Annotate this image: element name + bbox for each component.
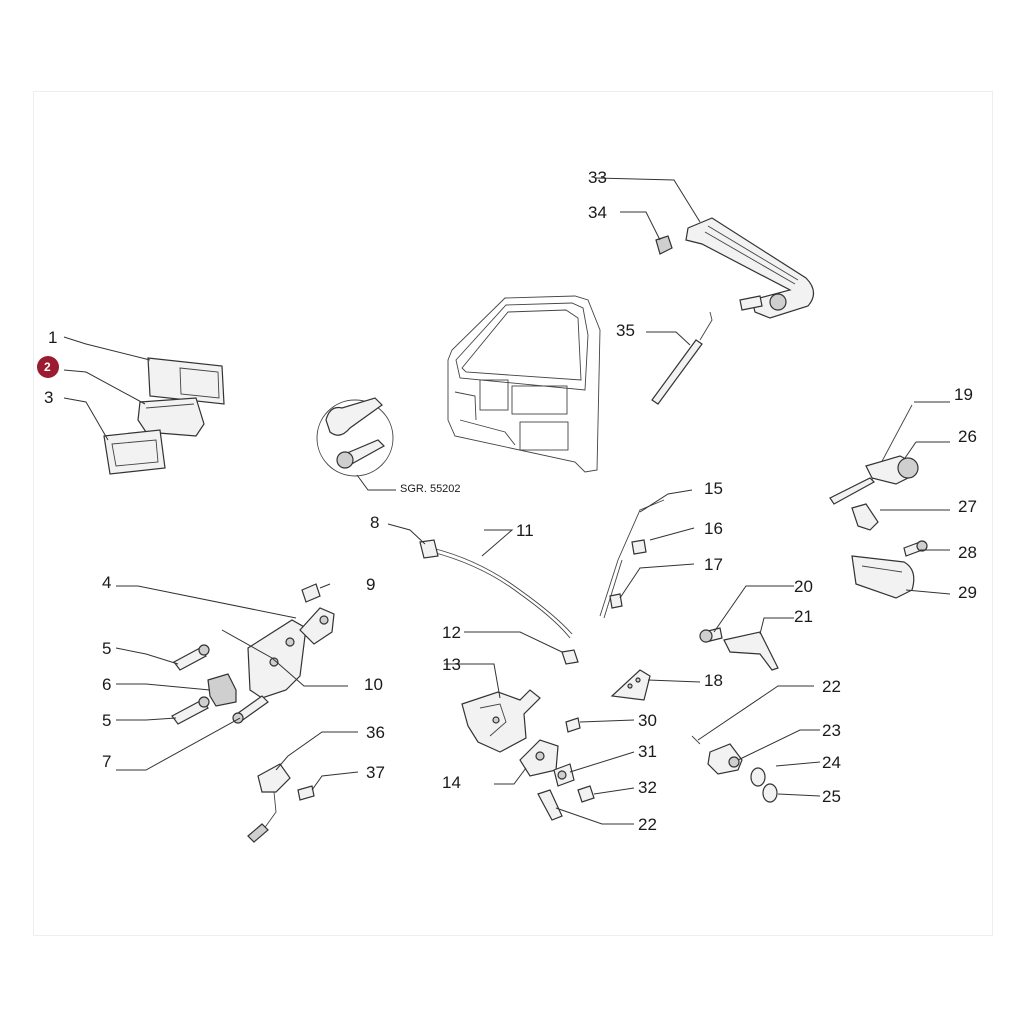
callout-27[interactable]: 27	[958, 497, 977, 516]
part-35-rod	[651, 311, 713, 405]
part-3-lens-cover	[103, 429, 166, 475]
callout-2[interactable]: 2	[44, 360, 51, 374]
part-13-lock-body	[461, 689, 541, 753]
part-30-screw	[565, 717, 581, 733]
callout-21[interactable]: 21	[794, 607, 813, 626]
callout-31[interactable]: 31	[638, 742, 657, 761]
part-15-cable	[599, 499, 665, 619]
part-19-rod	[829, 404, 913, 505]
part-28-screw	[903, 540, 928, 557]
callout-36[interactable]: 36	[366, 723, 385, 742]
part-21-lever	[723, 631, 779, 671]
callout-5-lower[interactable]: 5	[102, 711, 111, 730]
part-23-striker	[707, 743, 743, 775]
part-22-bolt-upper	[691, 735, 701, 745]
leader-lines	[63, 177, 951, 825]
callout-32[interactable]: 32	[638, 778, 657, 797]
part-36-switch	[247, 763, 291, 843]
callout-17[interactable]: 17	[704, 555, 723, 574]
part-10-spring-assembly	[299, 607, 335, 645]
callout-35[interactable]: 35	[616, 321, 635, 340]
door-frame-drawing	[447, 295, 601, 473]
callout-10[interactable]: 10	[364, 675, 383, 694]
callout-28[interactable]: 28	[958, 543, 977, 562]
part-31-pawl	[553, 763, 575, 787]
callout-20[interactable]: 20	[794, 577, 813, 596]
callout-22-lower[interactable]: 22	[638, 815, 657, 834]
part-16-clip	[631, 539, 647, 555]
callout-37[interactable]: 37	[366, 763, 385, 782]
callout-33[interactable]: 33	[588, 168, 607, 187]
part-24-washer	[750, 767, 766, 787]
part-33-outer-handle	[685, 217, 815, 319]
part-5-bolt-upper	[173, 644, 210, 671]
callout-16[interactable]: 16	[704, 519, 723, 538]
part-1-gasket	[147, 357, 225, 405]
callout-34[interactable]: 34	[588, 203, 607, 222]
part-14-latch	[519, 739, 559, 777]
callout-6[interactable]: 6	[102, 675, 111, 694]
callout-23[interactable]: 23	[822, 721, 841, 740]
part-37-screw	[297, 785, 315, 801]
part-26-cylinder	[865, 455, 919, 485]
callout-24[interactable]: 24	[822, 753, 841, 772]
part-17-clip	[609, 593, 623, 609]
callout-numbers: 1 2 3 33 34 35 19 26 27 28 29 8 11 15 16…	[37, 168, 977, 834]
callout-8[interactable]: 8	[370, 513, 379, 532]
callout-7[interactable]: 7	[102, 752, 111, 771]
part-32-spring	[577, 785, 595, 803]
callout-22-upper[interactable]: 22	[822, 677, 841, 696]
callout-3[interactable]: 3	[44, 388, 53, 407]
callout-18[interactable]: 18	[704, 671, 723, 690]
part-11-cable	[431, 547, 573, 639]
callout-14[interactable]: 14	[442, 773, 461, 792]
part-12-clip	[561, 649, 579, 665]
part-9-clip	[301, 583, 321, 603]
callout-25[interactable]: 25	[822, 787, 841, 806]
callout-15[interactable]: 15	[704, 479, 723, 498]
lock-cylinder-detail	[316, 397, 394, 477]
callout-1[interactable]: 1	[48, 328, 57, 347]
callout-29[interactable]: 29	[958, 583, 977, 602]
callout-4[interactable]: 4	[102, 573, 111, 592]
part-6-block	[207, 673, 237, 707]
part-8-clip	[419, 539, 439, 559]
callout-12[interactable]: 12	[442, 623, 461, 642]
callout-5-upper[interactable]: 5	[102, 639, 111, 658]
part-4-bracket	[247, 619, 307, 699]
callout-11[interactable]: 11	[516, 521, 534, 540]
callout-26[interactable]: 26	[958, 427, 977, 446]
part-22-bolt-lower	[537, 789, 563, 821]
part-18-plate	[610, 669, 651, 701]
callout-2-highlight-badge[interactable]	[37, 356, 59, 378]
part-34-nut	[655, 235, 673, 255]
part-25-washer	[762, 783, 778, 803]
part-27-clip	[851, 503, 879, 531]
part-29-cover	[851, 555, 915, 599]
part-5-bolt-lower	[171, 696, 210, 725]
sgr-reference-note: SGR. 55202	[400, 483, 461, 495]
callout-30[interactable]: 30	[638, 711, 657, 730]
callout-19[interactable]: 19	[954, 385, 973, 404]
callout-9[interactable]: 9	[366, 575, 375, 594]
callout-13[interactable]: 13	[442, 655, 461, 674]
part-2-lens-housing	[137, 397, 205, 437]
diagram-frame	[33, 91, 993, 936]
part-20-pin	[699, 627, 723, 643]
